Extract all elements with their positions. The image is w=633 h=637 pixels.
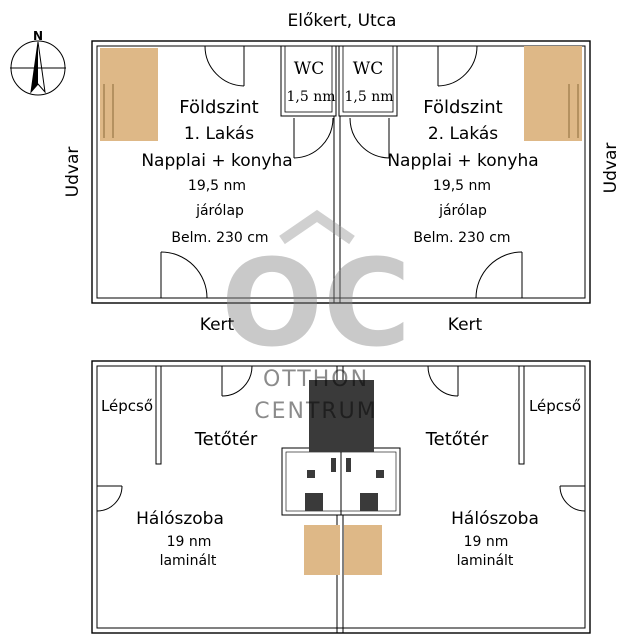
watermark-logo: OC	[221, 209, 411, 374]
stair-wall-right	[518, 365, 525, 465]
attic-left-labels: Lépcső Tetőtér Hálószoba 19 nm laminált	[101, 397, 258, 569]
attic-right-stairs: Lépcső	[529, 397, 581, 415]
compass-north-label: N	[33, 29, 43, 43]
unit1-floor: járólap	[195, 203, 244, 219]
wc-left-area: 1,5 nm	[286, 89, 335, 105]
watermark-line1: OTTHON	[263, 367, 369, 392]
unit2-room: Napplai + konyha	[387, 151, 538, 171]
right-side-label: Udvar	[601, 143, 621, 194]
compass-icon	[10, 40, 66, 96]
central-block	[281, 380, 401, 516]
watermark-line2: CENTRUM	[254, 399, 378, 424]
watermark-logo-text: OC	[221, 235, 411, 374]
unit1-labels: Földszint 1. Lakás Napplai + konyha 19,5…	[141, 97, 292, 246]
attic-left-stairs: Lépcső	[101, 397, 153, 415]
wardrobe-right	[524, 46, 582, 141]
wardrobe-left	[100, 48, 158, 141]
wc-left-door	[293, 117, 334, 159]
attic-door-right-top	[427, 365, 459, 397]
attic-floor	[91, 360, 591, 634]
wc-right-door	[349, 117, 390, 159]
garden-left-label: Kert	[200, 315, 235, 335]
attic-left-level: Tetőtér	[194, 429, 258, 450]
attic-right-level: Tetőtér	[425, 429, 489, 450]
top-street-label: Előkert, Utca	[288, 11, 397, 31]
garden-door-left	[160, 251, 208, 299]
wc-left-name: WC	[294, 59, 324, 79]
wood-block-left	[304, 525, 340, 575]
unit1-name: 1. Lakás	[184, 124, 254, 144]
attic-left-floor: laminált	[160, 553, 217, 569]
garden-right-label: Kert	[448, 315, 483, 335]
unit2-level: Földszint	[423, 97, 502, 118]
attic-left-area: 19 nm	[167, 534, 212, 550]
attic-left-room: Hálószoba	[136, 509, 224, 529]
left-side-label: Udvar	[63, 147, 83, 198]
unit2-name: 2. Lakás	[428, 124, 498, 144]
garden-door-right	[475, 251, 523, 299]
wc-left-box	[280, 45, 337, 117]
wc-right-area: 1,5 nm	[344, 89, 393, 105]
attic-inner-wall	[96, 365, 586, 629]
wc-right-box	[338, 45, 398, 117]
attic-door-left-side	[96, 485, 123, 512]
stair-wall-left	[155, 365, 162, 465]
unit2-height: Belm. 230 cm	[413, 230, 510, 246]
attic-right-labels: Lépcső Tetőtér Hálószoba 19 nm laminált	[425, 397, 581, 569]
unit1-area: 19,5 nm	[188, 178, 246, 194]
ground-floor	[91, 40, 591, 304]
entry-door-left	[204, 45, 245, 87]
ground-outer-wall	[91, 40, 591, 304]
unit1-room: Napplai + konyha	[141, 151, 292, 171]
attic-door-left-top	[221, 365, 253, 397]
attic-right-floor: laminált	[457, 553, 514, 569]
unit2-area: 19,5 nm	[433, 178, 491, 194]
attic-right-room: Hálószoba	[451, 509, 539, 529]
attic-door-right-side	[559, 485, 586, 512]
wood-block-right	[344, 525, 382, 575]
entry-door-right	[437, 45, 478, 87]
attic-outer-wall	[91, 360, 591, 634]
unit1-level: Földszint	[179, 97, 258, 118]
unit2-labels: Földszint 2. Lakás Napplai + konyha 19,5…	[387, 97, 538, 246]
unit1-height: Belm. 230 cm	[171, 230, 268, 246]
wc-right-name: WC	[353, 59, 383, 79]
unit2-floor: járólap	[438, 203, 487, 219]
attic-right-area: 19 nm	[464, 534, 509, 550]
